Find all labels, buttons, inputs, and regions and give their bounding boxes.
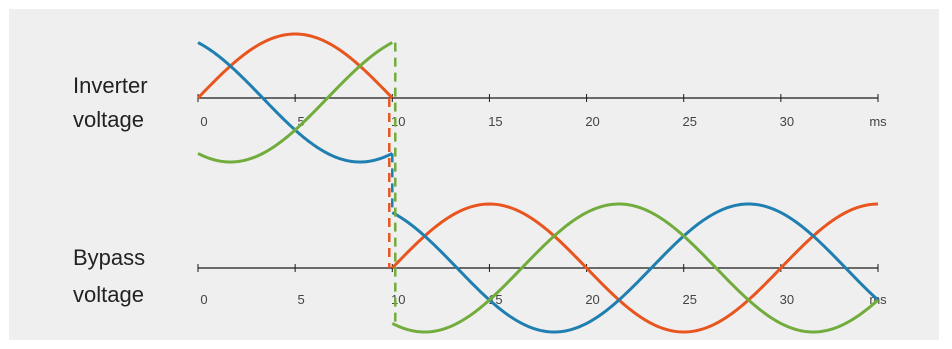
inverter-phase-3-curve bbox=[197, 41, 393, 164]
inverter-tick-label: 15 bbox=[488, 114, 502, 129]
bypass-row-label-line-2: voltage bbox=[73, 282, 144, 307]
inverter-phase-2-curve bbox=[197, 41, 393, 164]
bypass-tick-label: 30 bbox=[780, 292, 794, 307]
switchover-lines bbox=[388, 42, 397, 324]
inverter-tick-label: 20 bbox=[585, 114, 599, 129]
inverter-tick-label: 10 bbox=[391, 114, 405, 129]
inverter-tick-label: 5 bbox=[298, 114, 305, 129]
inverter-x-unit-label: ms bbox=[869, 114, 887, 129]
inverter-tick-label: 30 bbox=[780, 114, 794, 129]
bypass-phase-2-curve bbox=[391, 202, 880, 334]
bypass-phase-3-curve bbox=[391, 202, 879, 334]
inverter-voltage-plot: 0 5 10 15 20 25 30 ms bbox=[196, 32, 887, 164]
bypass-tick-label: 10 bbox=[391, 292, 405, 307]
inverter-phase-1-curve bbox=[196, 32, 394, 100]
bypass-row-label-line-1: Bypass bbox=[73, 245, 145, 270]
inverter-tick-label: 25 bbox=[682, 114, 696, 129]
bypass-tick-label: 25 bbox=[682, 292, 696, 307]
bypass-tick-label: 20 bbox=[585, 292, 599, 307]
bypass-phase-1-curve bbox=[391, 202, 879, 334]
bypass-tick-label: 5 bbox=[298, 292, 305, 307]
inverter-tick-label: 0 bbox=[200, 114, 207, 129]
bypass-tick-label: 0 bbox=[200, 292, 207, 307]
inverter-row-label-line-2: voltage bbox=[73, 107, 144, 132]
inverter-row-label-line-1: Inverter bbox=[73, 73, 148, 98]
